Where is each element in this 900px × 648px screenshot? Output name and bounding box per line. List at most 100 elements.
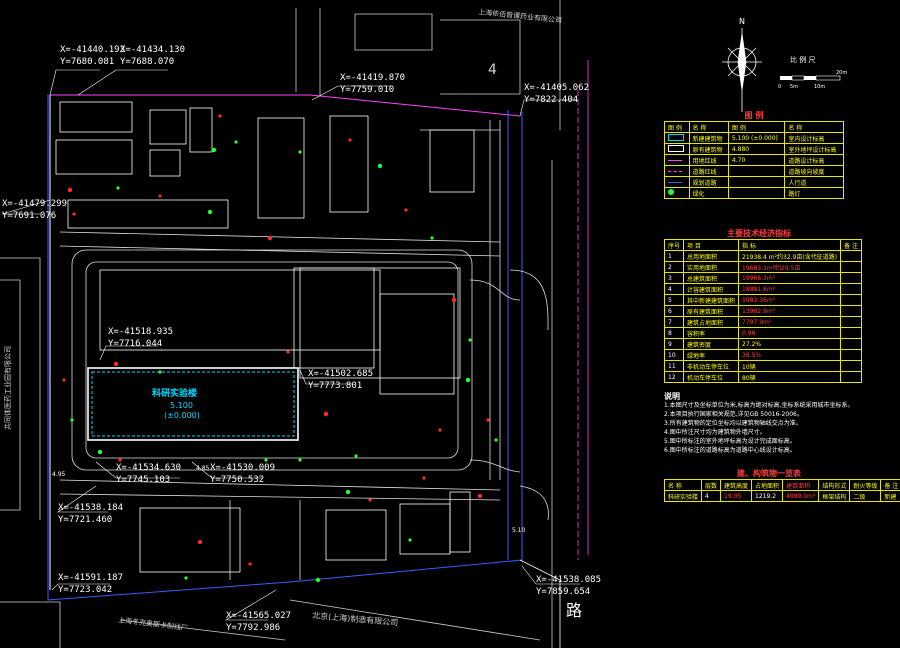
note-line: 6.图中所标注的道路标高为道路中心线设计标高。	[664, 447, 796, 454]
bl-area: 4989.0m²	[782, 490, 820, 502]
tree-icon	[315, 577, 321, 583]
legend-table: 图 例 名 称 图 例 名 称 新建建筑物 5.100 (±0.000) 室内设…	[664, 121, 844, 199]
bl-header-6: 结构形式	[818, 479, 851, 491]
legend-swatch-green	[664, 187, 690, 199]
tree-icon	[72, 212, 76, 216]
note-line: 5.图中所标注的室外地坪标高为设计完成面标高。	[664, 438, 796, 445]
tree-icon	[451, 297, 457, 303]
legend-row: 用地红线 4.70 道路设计标高	[664, 154, 844, 166]
tech-item: 非机动车停车位	[683, 360, 740, 372]
bl-fire: 二级	[849, 490, 882, 502]
legend-header-3: 图 例	[727, 121, 786, 133]
tech-item: 实用地面积	[683, 261, 740, 273]
tree-icon	[207, 209, 213, 215]
tree-icon	[158, 370, 162, 374]
coord-11-x: X=-41591.187	[58, 573, 123, 583]
tree-icon	[62, 378, 66, 382]
bl-height: 19.05	[720, 490, 753, 502]
legend-sym	[727, 176, 786, 188]
tech-note	[840, 305, 862, 317]
tech-item: 机动车停车位	[683, 371, 740, 383]
note-line: 1.本图尺寸及坐标单位为米,标高为绝对标高,坐标系统采用城市坐标系。	[664, 402, 854, 409]
tree-icon	[116, 186, 120, 190]
tech-no: 1	[663, 250, 685, 262]
tree-icon	[70, 418, 74, 422]
coord-1-x: X=-41440.193	[60, 45, 125, 55]
dim-510: 5.10	[512, 527, 526, 534]
legend-row: 原有建筑物 4.880 室外地坪设计标高	[664, 143, 844, 155]
legend-name: 原有建筑物	[688, 143, 729, 155]
tech-note	[840, 316, 862, 328]
legend-header-2: 名 称	[688, 121, 729, 133]
tree-icon	[248, 562, 252, 566]
tech-item: 建筑占地面积	[683, 316, 740, 328]
bl-header-5: 建筑面积	[782, 479, 820, 491]
tech-no: 2	[663, 261, 685, 273]
bl-header-7: 耐火等级	[849, 479, 882, 491]
neighbor-buildings	[0, 0, 561, 648]
legend-desc: 道路设计标高	[784, 154, 844, 166]
coord-12-y: Y=7792.986	[226, 623, 280, 633]
bl-footprint: 1219.2	[751, 490, 784, 502]
tree-icon	[323, 411, 329, 417]
tree-icon	[298, 150, 302, 154]
site-boundary	[47, 60, 589, 648]
neighbor-left: 共同体医药工业园有限公司	[3, 346, 12, 430]
tech-value: 19966.3m²	[738, 272, 842, 284]
bl-name: 科研实验楼	[663, 490, 703, 502]
coord-6-x: X=-41518.935	[108, 327, 173, 337]
tree-icon	[211, 147, 217, 153]
new-lab-building	[87, 367, 299, 441]
tree-icon	[477, 493, 483, 499]
legend-swatch-old-building	[664, 143, 690, 155]
tree-icon	[67, 187, 73, 193]
tech-note	[840, 294, 862, 306]
legend-desc: 路灯	[784, 187, 844, 199]
tree-icon	[345, 489, 351, 495]
legend-desc: 室外地坪设计标高	[784, 143, 844, 155]
tech-no: 8	[663, 327, 685, 339]
legend-header-1: 图 例	[664, 121, 690, 133]
tech-header-1: 序号	[663, 239, 685, 251]
coord-9-x: X=-41530.009	[210, 463, 275, 473]
tree-icon	[438, 428, 442, 432]
scale-tick-5: 5m	[790, 84, 798, 90]
scale-tick-0: 0	[778, 84, 781, 90]
notes-title: 说明	[664, 392, 680, 401]
tree-icon	[408, 538, 412, 542]
coord-8-y: Y=7745.103	[116, 475, 170, 485]
tech-header-4: 备 注	[840, 239, 862, 251]
existing-buildings	[55, 101, 475, 573]
scale-tick-20: 20m	[836, 70, 847, 76]
tree-icon	[298, 458, 302, 462]
bl-floors: 4	[701, 490, 722, 502]
tech-value: 36.5%	[738, 349, 842, 361]
scale-bar	[780, 75, 841, 81]
legend-name: 规划道路	[688, 176, 729, 188]
tech-no: 12	[663, 371, 685, 383]
note-line: 3.所有建筑物的定位坐标均以建筑物轴线交点为准。	[664, 420, 802, 427]
tech-value: 18881.8m²	[738, 283, 842, 295]
tech-note	[840, 360, 862, 372]
legend-desc: 道路坡向坡度	[784, 165, 844, 177]
tree-icon	[218, 114, 222, 118]
tech-note	[840, 250, 862, 262]
legend-sym: 4.880	[727, 143, 786, 155]
tech-item: 计容建筑面积	[683, 283, 740, 295]
coord-5-y: Y=7691.076	[2, 211, 56, 221]
legend-row: 新建建筑物 5.100 (±0.000) 室内设计标高	[664, 132, 844, 144]
coord-13-y: Y=7859.654	[536, 587, 590, 597]
tree-icon	[264, 458, 268, 462]
tech-item: 总用地面积	[683, 250, 740, 262]
dim-495: 4.95	[52, 471, 66, 478]
tree-icon	[197, 539, 203, 545]
